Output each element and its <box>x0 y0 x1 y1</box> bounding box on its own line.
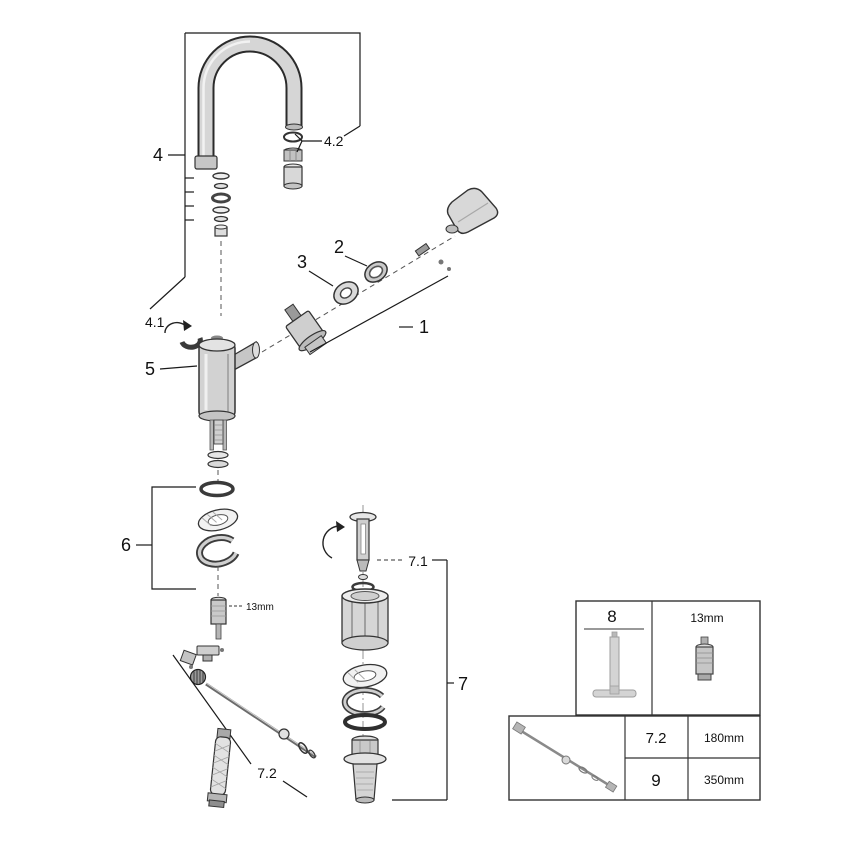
legend-tool-box: 8 13mm <box>575 600 761 716</box>
threaded-rod <box>205 682 317 759</box>
legend-rod-box: 7.2 180mm 9 350mm <box>508 715 761 801</box>
drain-flange <box>341 588 389 651</box>
size-13mm-label: 13mm <box>246 602 274 613</box>
part4-2-label: 4.2 <box>324 133 344 149</box>
part4-label: 4 <box>153 145 163 165</box>
o-ring <box>199 480 235 498</box>
cartridge <box>284 303 328 356</box>
legend-tool-label: 8 <box>607 607 616 626</box>
mounting-studs <box>207 419 229 484</box>
drain-o-ring <box>343 713 387 731</box>
handle-screw <box>414 242 431 257</box>
socket-13mm <box>695 636 714 681</box>
part7-label: 7 <box>458 674 468 694</box>
drain-lock-nut <box>343 735 387 766</box>
drain-horseshoe <box>341 687 386 718</box>
c-clip <box>179 337 203 350</box>
part4-1-clip: 4.1 <box>145 314 203 350</box>
drain-assembly: 7.1 <box>322 505 468 806</box>
part5-label: 5 <box>145 359 155 379</box>
part7-2-label: 7.2 <box>257 765 277 781</box>
rotate-arrow <box>164 321 187 334</box>
part3-ring <box>333 281 359 305</box>
drain-wedge-ring <box>342 663 388 689</box>
knurled-knob <box>189 668 207 686</box>
legend-row1-length: 350mm <box>704 773 744 787</box>
braided-hose <box>206 727 232 809</box>
spout-washer-stack <box>211 172 231 316</box>
legend-rod-drawing <box>512 721 618 793</box>
nut-13mm: 13mm <box>210 596 274 640</box>
part2-label: 2 <box>334 237 344 257</box>
part1-label: 1 <box>419 317 429 337</box>
part5-body: 5 <box>145 335 260 422</box>
legend-row1-part: 9 <box>651 771 660 790</box>
legend-tool-size: 13mm <box>690 611 723 625</box>
mounting-assembly: 7.2 <box>172 645 317 809</box>
mounting-tool <box>592 631 637 698</box>
spout <box>194 35 303 170</box>
part3-label: 3 <box>297 252 307 272</box>
part6-fixing-set: 6 <box>121 480 240 596</box>
o-ring <box>211 192 231 204</box>
drain-tailpiece <box>352 763 378 804</box>
cartridge-assembly: 2 3 1 <box>261 187 499 356</box>
part4-1-label: 4.1 <box>145 314 165 330</box>
spout-tube <box>199 37 301 160</box>
part7-1-label: 7.1 <box>408 553 428 569</box>
part4-bracket: 4 <box>149 32 361 310</box>
horseshoe-washer <box>196 534 240 568</box>
part4-2-aerator: 4.2 <box>283 131 344 190</box>
part6-label: 6 <box>121 535 131 555</box>
body-barrel <box>198 343 236 417</box>
lever-handle <box>446 187 499 235</box>
part7-1-plug <box>322 511 377 593</box>
legend-row0-part: 7.2 <box>646 730 667 747</box>
part2-ring <box>364 261 388 283</box>
wedge-ring <box>197 508 239 532</box>
legend-row0-length: 180mm <box>704 731 744 745</box>
spout-collar <box>194 155 218 170</box>
